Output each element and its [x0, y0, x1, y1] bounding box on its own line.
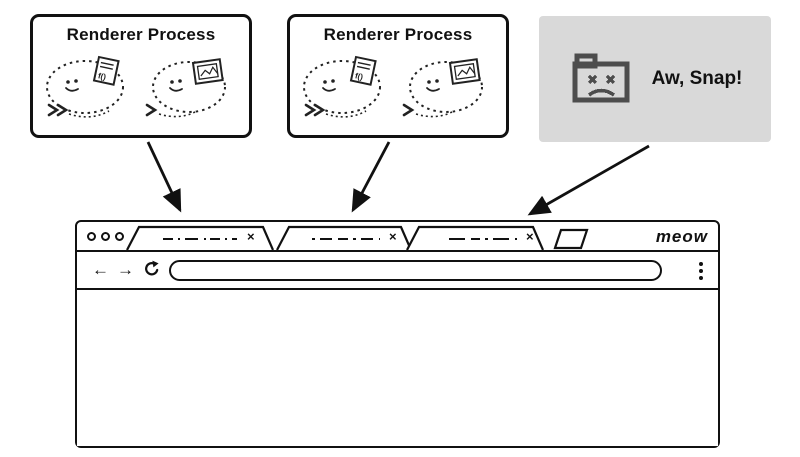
renderer-process-title: Renderer Process: [323, 25, 473, 44]
window-control-minimize[interactable]: [101, 232, 110, 241]
tab-2[interactable]: [276, 225, 413, 250]
browser-logo: meow: [655, 227, 708, 246]
renderer-process-box-1: Renderer Process f(): [30, 14, 252, 138]
window-control-close[interactable]: [87, 232, 96, 241]
svg-text:f(): f(): [97, 71, 107, 82]
crashed-process-box: Aw, Snap!: [539, 16, 771, 142]
aw-snap-label: Aw, Snap!: [651, 68, 743, 89]
forward-button[interactable]: →: [117, 260, 134, 279]
page-content-area: [77, 290, 718, 446]
new-tab-button[interactable]: [553, 228, 589, 250]
svg-text:f(): f(): [354, 71, 364, 82]
tab-strip: × × × meow: [77, 222, 718, 252]
tab-2-close-button[interactable]: ×: [389, 229, 397, 244]
back-button[interactable]: ←: [92, 260, 109, 279]
browser-window: × × × meow ← →: [75, 220, 720, 448]
address-bar[interactable]: [169, 260, 662, 281]
aw-snap-folder-icon: [572, 53, 630, 103]
reload-button[interactable]: [143, 260, 161, 278]
tab-1-close-button[interactable]: ×: [247, 229, 255, 244]
renderer-doodle: f(): [303, 55, 483, 118]
tab-3[interactable]: [406, 225, 545, 250]
tab-3-close-button[interactable]: ×: [526, 229, 534, 244]
window-control-maximize[interactable]: [115, 232, 124, 241]
tabs-outline: [126, 225, 589, 250]
tab-1[interactable]: [126, 225, 275, 250]
renderer-process-box-2: Renderer Process f(): [287, 14, 509, 138]
navigation-bar: ← →: [77, 252, 718, 290]
window-controls: [87, 232, 124, 241]
renderer-doodle: f(): [46, 55, 226, 118]
menu-button[interactable]: [697, 260, 705, 282]
renderer-process-title: Renderer Process: [66, 25, 216, 44]
